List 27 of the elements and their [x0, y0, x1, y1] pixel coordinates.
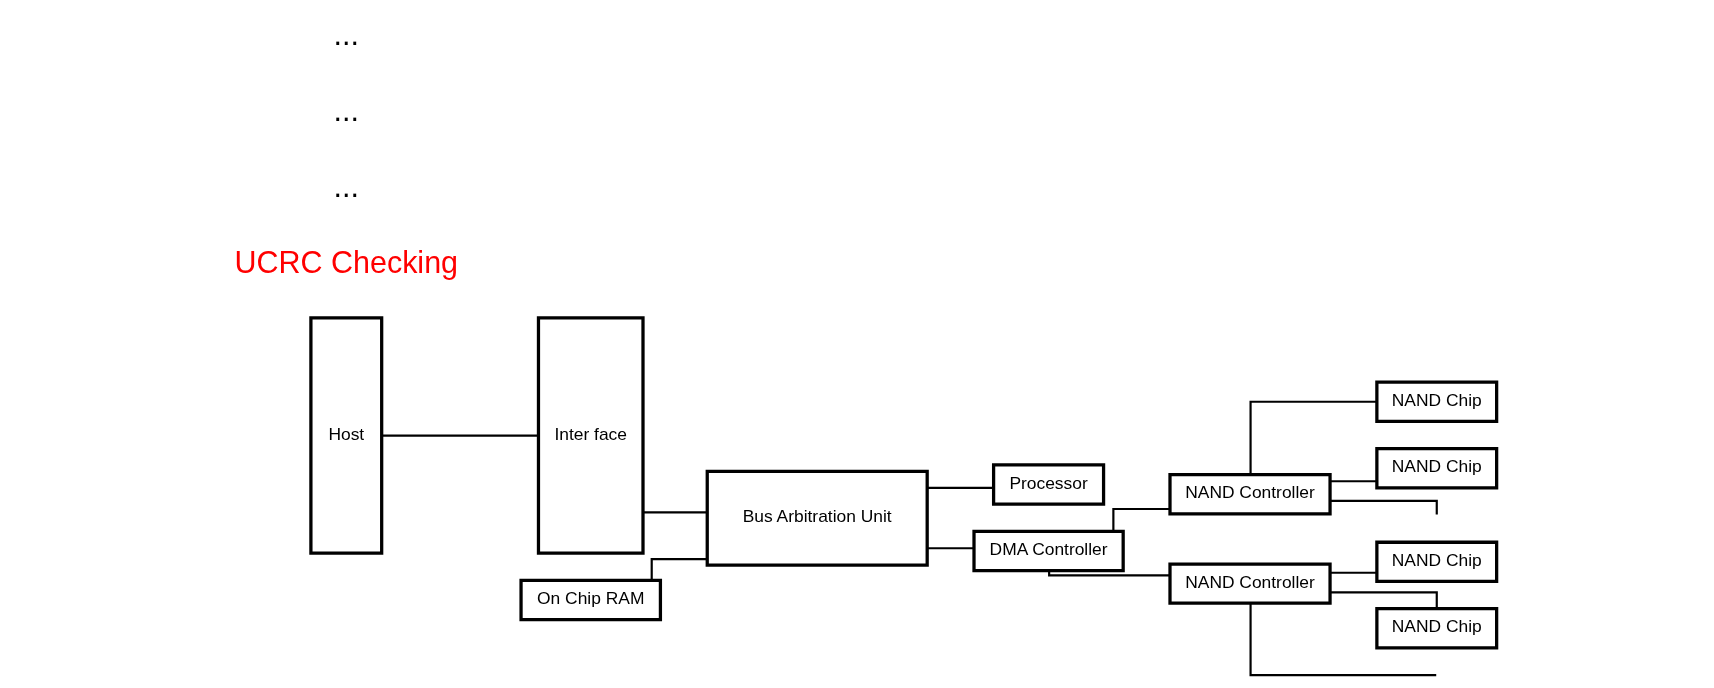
connector: [1249, 603, 1436, 677]
label: ...: [333, 16, 359, 51]
node-box: NAND Chip: [1374, 607, 1498, 650]
node-box: Inter face: [536, 316, 645, 555]
node-box: NAND Chip: [1374, 446, 1498, 490]
node-box: On Chip RAM: [518, 578, 662, 622]
connector: [927, 547, 974, 550]
connector: [1249, 400, 1377, 475]
connector: [381, 434, 538, 437]
connector: [1329, 571, 1377, 574]
label: UCRC Checking: [234, 245, 458, 280]
node-box: DMA Controller: [971, 529, 1125, 573]
label: ...: [333, 168, 359, 203]
connector: [1047, 570, 1170, 577]
node-box: NAND Controller: [1167, 562, 1332, 605]
connector: [642, 511, 707, 514]
connector: [1329, 499, 1438, 515]
node-box: Processor: [991, 463, 1105, 506]
connector: [1329, 591, 1438, 609]
node-box: NAND Chip: [1374, 380, 1498, 423]
node-box: NAND Chip: [1374, 540, 1498, 584]
node-box: NAND Controller: [1167, 473, 1332, 516]
label: ...: [333, 92, 359, 127]
connector: [927, 486, 993, 489]
connector: [1329, 480, 1377, 483]
node-box: Host: [308, 316, 383, 555]
node-box: Bus Arbitration Unit: [705, 469, 929, 567]
